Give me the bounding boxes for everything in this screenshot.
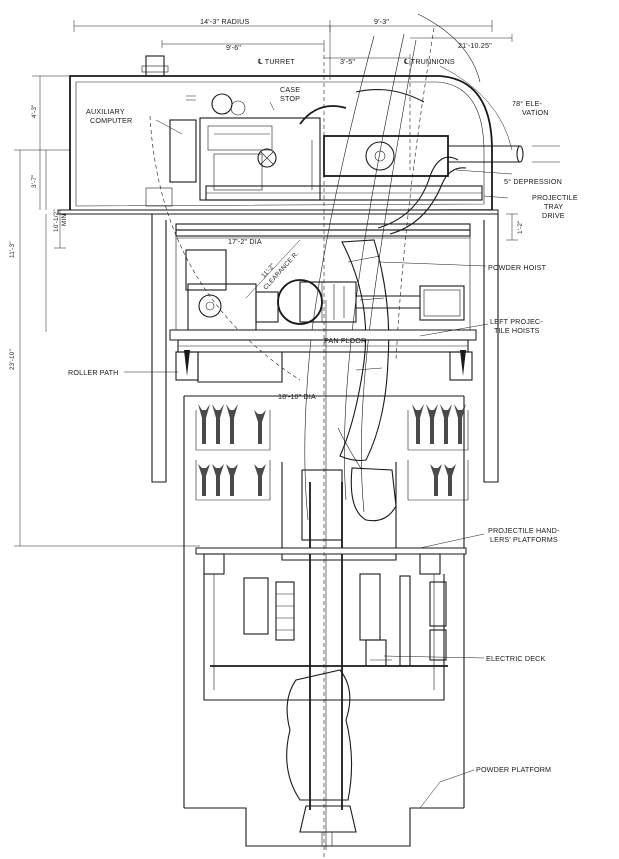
label-powder-platform: POWDER PLATFORM <box>476 765 551 774</box>
label-dim-43: 4'-3" <box>31 105 38 118</box>
label-electric-deck: ELECTRIC DECK <box>486 654 546 663</box>
label-pan-floor: PAN FLOOR <box>324 336 366 345</box>
label-turret-cl: ℄ TURRET <box>258 57 295 66</box>
label-roller-path: ROLLER PATH <box>68 368 119 377</box>
label-trunnions: ℄ TRUNNIONS <box>404 57 455 66</box>
label-handlers-1: PROJECTILE HAND- <box>488 526 560 535</box>
barbette <box>151 214 499 483</box>
pan-floor <box>169 329 477 383</box>
training-machinery <box>185 249 465 331</box>
label-aux-computer-2: COMPUTER <box>90 116 132 125</box>
label-elevation-1: 78° ELE- <box>512 99 543 108</box>
central-column <box>281 300 397 850</box>
label-tray-drive-2: TRAY <box>544 202 563 211</box>
label-elevation-2: VATION <box>522 108 549 117</box>
label-trunnion-offset: 3'-5" <box>340 57 355 66</box>
label-dia-172: 17'-2" DIA <box>228 237 262 246</box>
label-dim-113: 11'-3" <box>9 241 16 258</box>
electric-deck <box>210 573 448 667</box>
projectile-stowage <box>198 404 466 496</box>
label-aux-computer-1: AUXILIARY <box>86 107 125 116</box>
label-tray-drive-1: PROJECTILE <box>532 193 578 202</box>
label-width-right: 9'-3" <box>374 17 389 26</box>
label-dim-37: 3'-7" <box>31 175 38 188</box>
label-radius: 14'-3" RADIUS <box>200 17 249 26</box>
hoist-path-arcs <box>149 13 481 521</box>
dimension-lines <box>14 20 518 859</box>
label-proj-hoists-2: TILE HOISTS <box>494 326 540 335</box>
label-depression: 5° DEPRESSION <box>504 177 562 186</box>
label-reach: 21'-10.25" <box>458 41 492 50</box>
label-dim-1012-2: MIN <box>61 214 68 226</box>
label-dim-1012-1: 10'-1/2" <box>53 209 60 232</box>
powder-platform <box>184 805 464 847</box>
gunhouse <box>57 55 560 215</box>
label-dia-1810: 18'-10" DIA <box>278 392 316 401</box>
label-proj-hoists-1: LEFT PROJEC- <box>490 317 543 326</box>
label-tray-drive-3: DRIVE <box>542 211 565 220</box>
label-dim-12: 1'-2" <box>517 221 524 234</box>
label-case-stop-1: CASE <box>280 85 300 94</box>
leader-lines <box>124 101 509 809</box>
labels: 14'-3" RADIUS 9'-3" 9'-6" ℄ TURRET 3'-5"… <box>9 17 578 774</box>
label-turret-left: 9'-6" <box>226 43 241 52</box>
label-case-stop-2: STOP <box>280 94 300 103</box>
label-dim-2310: 23'-10" <box>9 349 16 370</box>
label-powder-hoist: POWDER HOIST <box>488 263 547 272</box>
handlers-platforms <box>195 547 467 701</box>
label-handlers-2: LERS' PLATFORMS <box>490 535 558 544</box>
